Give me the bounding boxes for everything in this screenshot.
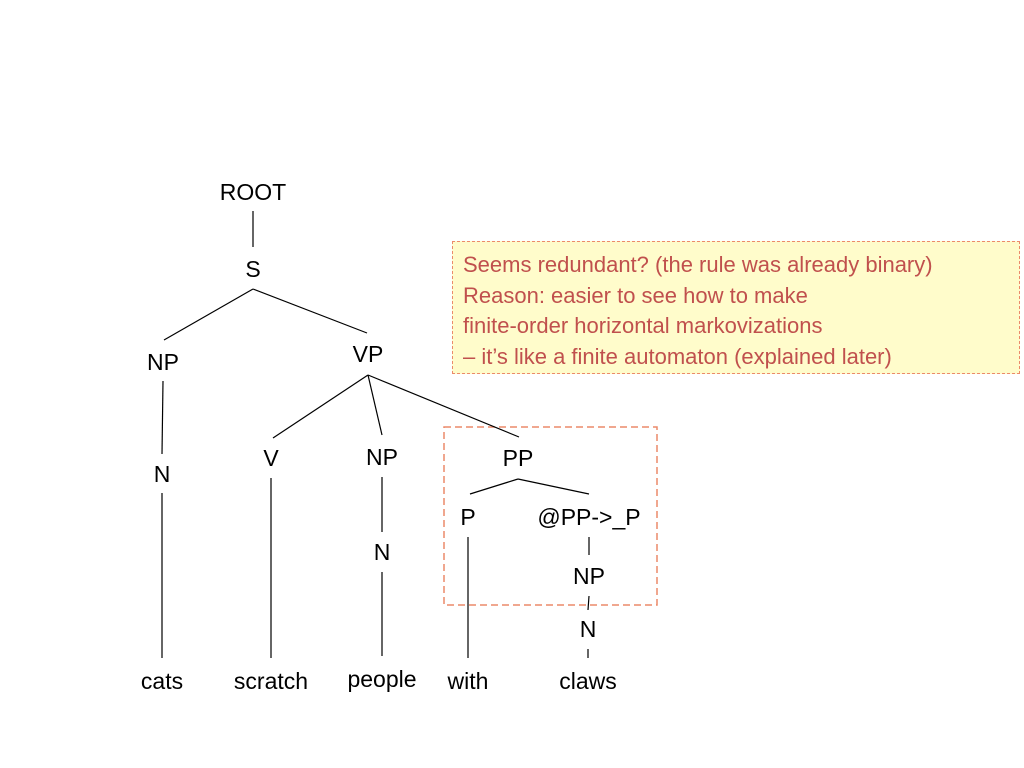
tree-edge-vp-to-v xyxy=(272,374,369,439)
tree-edge-s-to-vp xyxy=(252,288,368,334)
note-line-4: – it’s like a finite automaton (explaine… xyxy=(463,343,892,369)
tree-node-vp: VP xyxy=(353,341,384,367)
tree-node-pp-bar: @PP->_P xyxy=(537,504,640,530)
tree-word-w-people: people xyxy=(347,666,416,692)
note-line-2: Reason: easier to see how to make xyxy=(463,282,808,308)
tree-node-n1: N xyxy=(154,461,171,487)
tree-edge-vp-to-np2 xyxy=(367,374,383,436)
annotation-note: Seems redundant? (the rule was already b… xyxy=(452,241,1020,374)
pp-subtree-highlight-box xyxy=(443,426,658,606)
tree-edge-s-to-np1 xyxy=(163,288,254,341)
tree-node-np1: NP xyxy=(147,349,179,375)
tree-edge-vp-to-pp xyxy=(367,374,520,438)
tree-edges xyxy=(161,211,590,658)
tree-edge-np1-to-n1 xyxy=(161,380,164,455)
tree-node-root: ROOT xyxy=(220,179,286,205)
note-line-1: Seems redundant? (the rule was already b… xyxy=(463,252,933,277)
tree-edge-pp-to-pp-bar xyxy=(517,478,590,495)
tree-node-n2: N xyxy=(374,539,391,565)
tree-edge-pp-to-p xyxy=(469,478,519,495)
note-line-3: finite-order horizontal markovizations xyxy=(463,313,823,338)
tree-node-pp: PP xyxy=(503,445,534,471)
tree-node-s: S xyxy=(245,256,260,282)
tree-node-p: P xyxy=(460,504,475,530)
tree-word-w-with: with xyxy=(447,668,489,694)
tree-node-np3: NP xyxy=(573,563,605,589)
tree-node-np2: NP xyxy=(366,444,398,470)
tree-node-n3: N xyxy=(580,616,597,642)
tree-edge-np3-to-n3 xyxy=(587,595,590,611)
tree-word-w-scratch: scratch xyxy=(234,668,308,694)
tree-node-v: V xyxy=(263,445,279,471)
tree-word-w-claws: claws xyxy=(559,668,617,694)
tree-word-w-cats: cats xyxy=(141,668,183,694)
